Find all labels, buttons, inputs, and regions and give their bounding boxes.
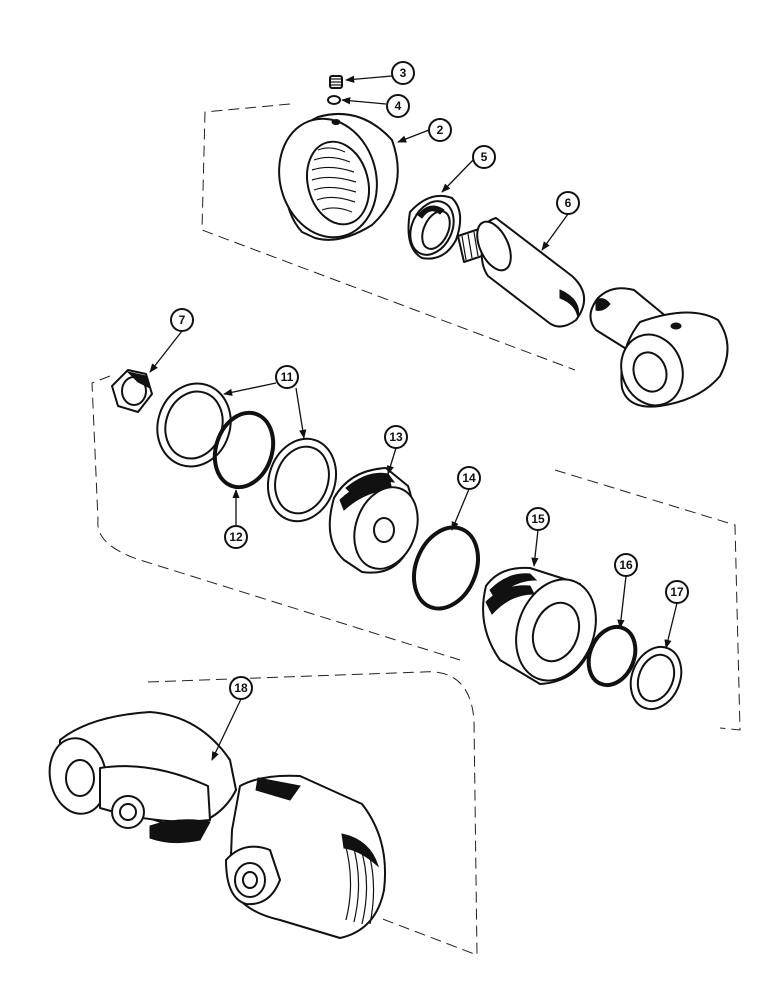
callout-14-label: 14	[462, 471, 476, 485]
callout-4-label: 4	[395, 99, 402, 113]
callout-11-label: 11	[281, 370, 294, 384]
callout-12: 12	[224, 525, 248, 549]
callout-3: 3	[391, 61, 415, 85]
upper-group-outline	[201, 103, 576, 371]
callout-18: 18	[229, 676, 253, 700]
leader-lines	[149, 75, 678, 761]
callout-2-label: 2	[437, 123, 444, 137]
callout-15-label: 15	[531, 512, 545, 526]
o-ring-12-part	[212, 410, 276, 490]
set-screw-part	[329, 75, 343, 89]
callout-5: 5	[472, 145, 496, 169]
callout-14: 14	[457, 466, 481, 490]
piston-rod-part	[457, 217, 729, 408]
plug-part	[327, 95, 341, 105]
middle-group-outline	[91, 375, 741, 731]
rod-seal-part	[407, 194, 462, 260]
callout-13-label: 13	[389, 430, 403, 444]
callout-6-label: 6	[565, 196, 572, 210]
callout-11: 11	[275, 365, 299, 389]
wiper-ring-part	[629, 645, 683, 711]
gland-part	[482, 566, 597, 685]
callout-16: 16	[614, 553, 638, 577]
callout-2: 2	[428, 118, 452, 142]
backup-ring-left-part	[156, 382, 232, 468]
callout-15: 15	[526, 507, 550, 531]
callout-5-label: 5	[481, 150, 488, 164]
callout-7-label: 7	[179, 313, 186, 327]
callout-6: 6	[556, 191, 580, 215]
gland-nut-part	[278, 113, 399, 241]
callout-3-label: 3	[400, 66, 407, 80]
o-ring-14-part	[412, 525, 480, 611]
callout-18-label: 18	[234, 681, 248, 695]
backup-ring-right-part	[267, 437, 337, 523]
cylinder-barrel-part	[48, 711, 387, 939]
callout-13: 13	[384, 425, 408, 449]
callout-12-label: 12	[229, 530, 243, 544]
hex-nut-part	[111, 369, 153, 413]
lower-group-outline	[147, 671, 478, 956]
piston-part	[328, 467, 419, 574]
callout-7: 7	[170, 308, 194, 332]
callout-4: 4	[386, 94, 410, 118]
callout-16-label: 16	[619, 558, 633, 572]
callout-17: 17	[665, 580, 689, 604]
callout-17-label: 17	[670, 585, 684, 599]
